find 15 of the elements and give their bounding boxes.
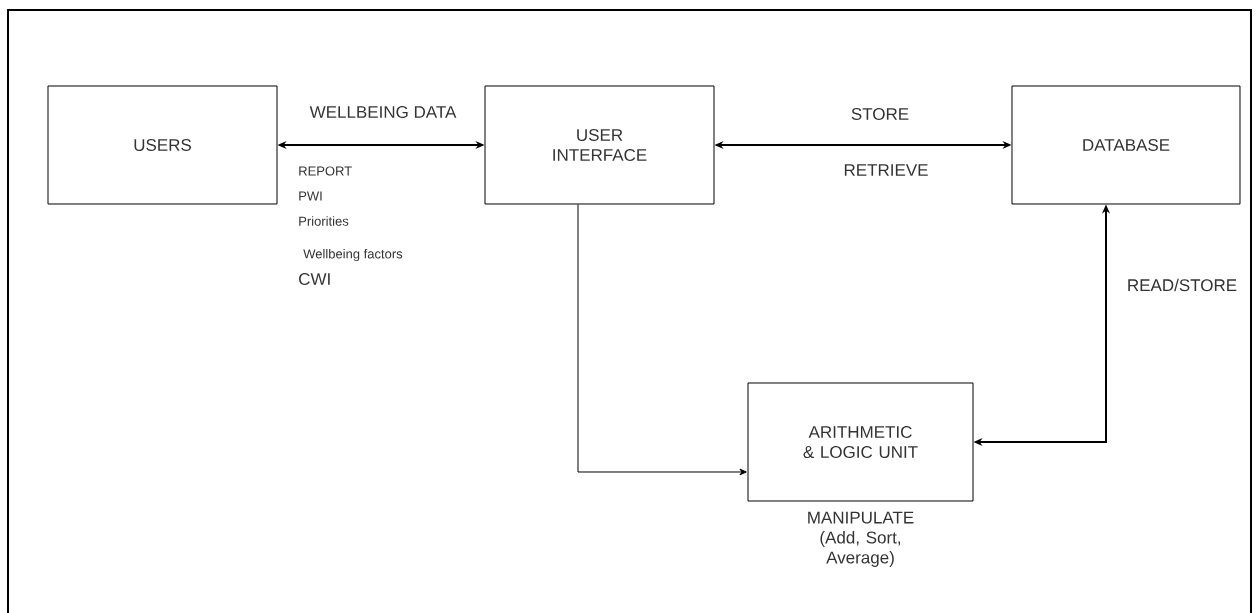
note-text: PWI (299, 191, 322, 201)
note-text: Wellbeing factors (303, 248, 403, 262)
note-text: RETRIEVE (844, 164, 928, 176)
note-text: Priorities (299, 216, 349, 226)
note-text: CWI (299, 272, 330, 285)
edge-label: WELLBEING DATA (308, 104, 458, 119)
process-box: USER INTERFACE (484, 85, 715, 205)
arrow (577, 204, 747, 476)
note-text: REPORT (299, 166, 352, 176)
node-caption: MANIPULATE (Add, Sort, Average) (808, 511, 914, 567)
process-box: USERS (47, 85, 278, 205)
edge-label: STORE (849, 106, 911, 121)
process-box: DATABASE (1011, 85, 1241, 205)
edge-label: READ/STORE (1125, 277, 1239, 293)
process-box: ARITHMETIC & LOGIC UNIT (747, 382, 974, 502)
